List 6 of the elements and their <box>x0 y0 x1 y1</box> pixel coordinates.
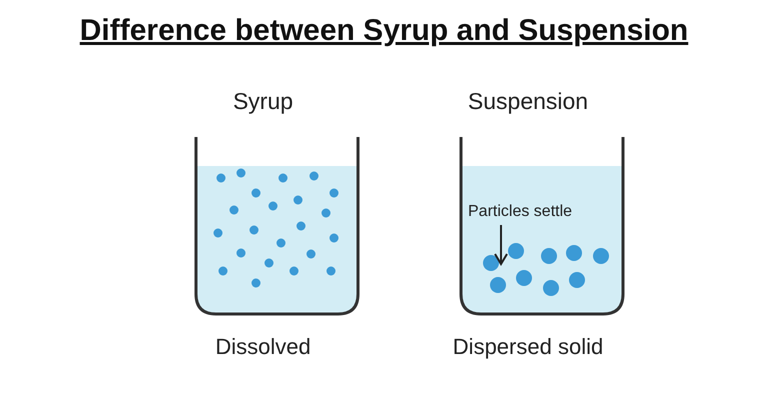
beaker-caption: Dissolved <box>214 334 312 360</box>
title: Difference between Syrup and Suspension <box>78 14 690 48</box>
beaker-heading: Suspension <box>466 88 590 115</box>
beaker-heading: Syrup <box>232 88 294 115</box>
beaker-caption: Dispersed solid <box>452 334 604 360</box>
annotation-label: Particles settle <box>468 203 572 221</box>
